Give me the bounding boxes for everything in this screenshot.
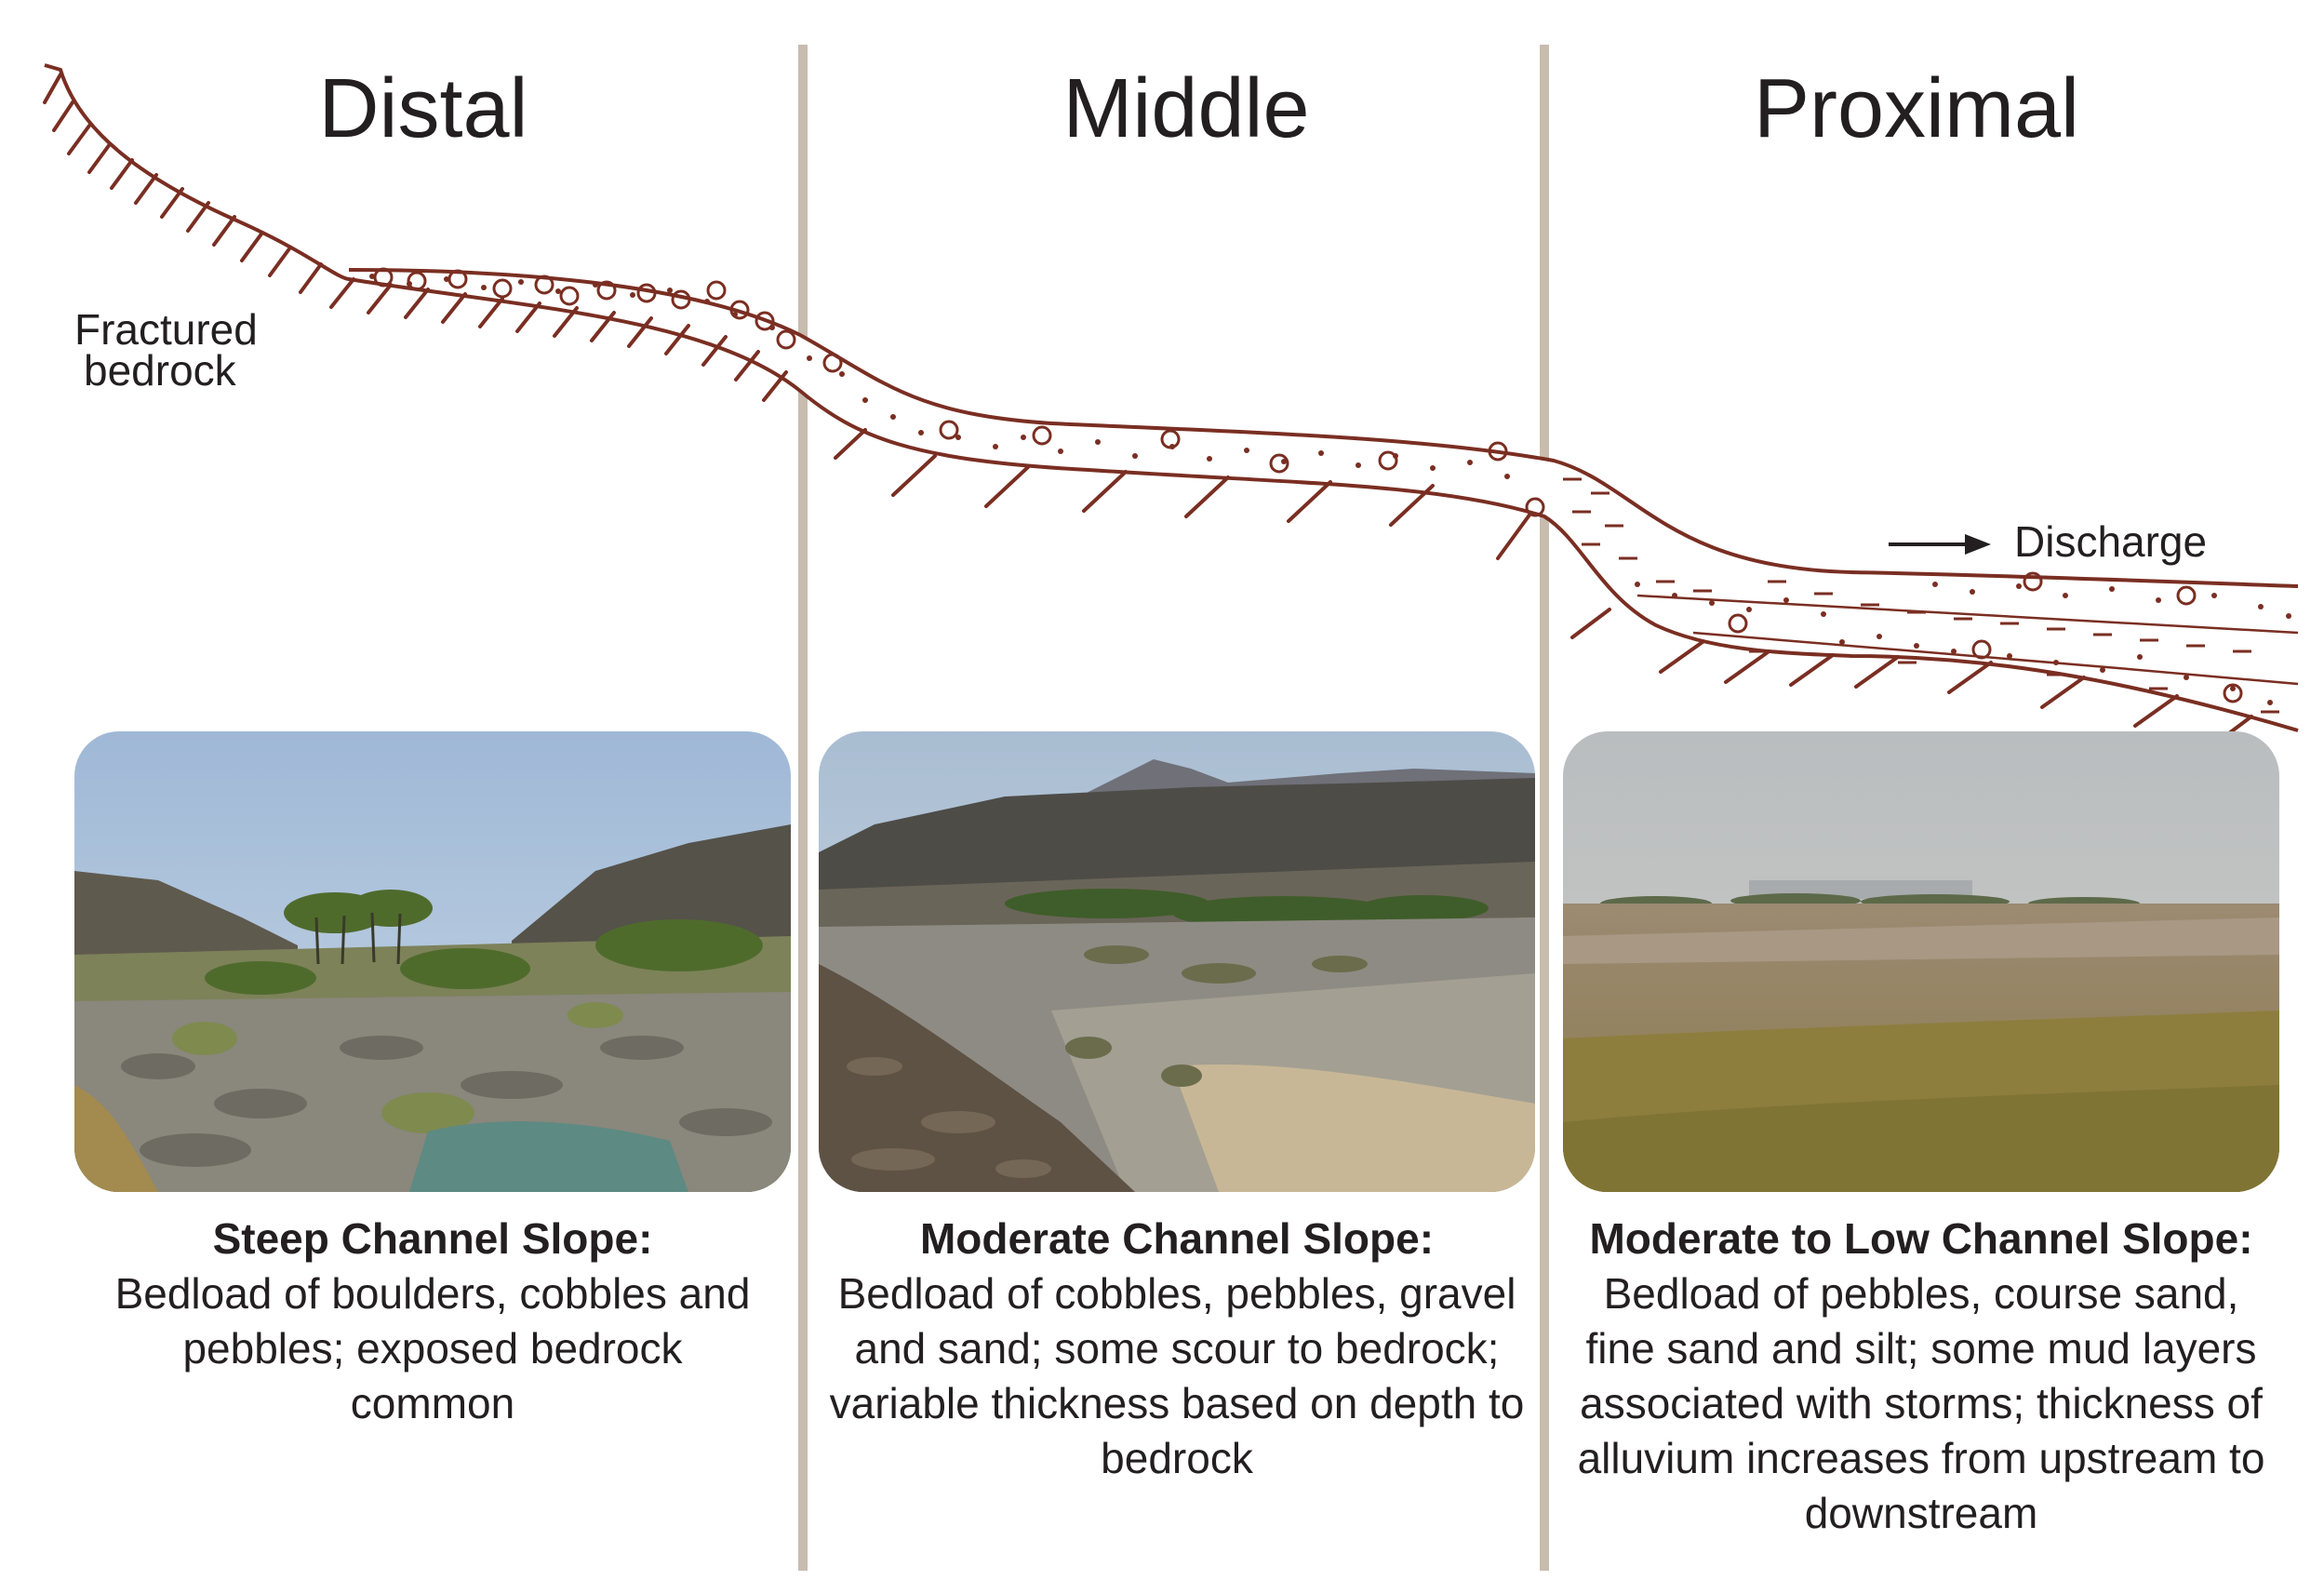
alluvium-fill (349, 270, 2298, 730)
caption-body: Bedload of cobbles, pebbles, gravel and … (829, 1269, 1525, 1482)
zone-title-distal: Distal (318, 62, 528, 155)
caption-heading: Moderate Channel Slope: (919, 1214, 1435, 1263)
bedrock-label: Fractured bedrock (74, 305, 258, 395)
zone-title-proximal: Proximal (1753, 62, 2080, 155)
bedrock-surface-line (44, 63, 2299, 732)
photo-middle-wadi (819, 731, 1535, 1192)
caption-heading: Moderate to Low Channel Slope: (1589, 1214, 2253, 1263)
discharge-label: Discharge (2014, 517, 2208, 566)
zone-divider-1 (798, 45, 808, 1571)
caption-proximal: Moderate to Low Channel Slope: Bedload o… (1554, 1212, 2289, 1541)
photo-distal-wadi (74, 731, 791, 1192)
alluvium-layer-line (1636, 594, 2299, 635)
sediment-sand-dots (369, 274, 2291, 705)
caption-body: Bedload of boulders, cobbles and pebbles… (114, 1269, 751, 1427)
alluvium-surface-line (348, 268, 2299, 588)
photo-proximal-wadi (1563, 731, 2279, 1192)
sediment-pebbles (373, 267, 2243, 703)
discharge-arrow (1889, 534, 1991, 555)
caption-body: Bedload of pebbles, course sand, fine sa… (1577, 1269, 2265, 1537)
bedrock-hatching (43, 73, 2253, 746)
zone-title-middle: Middle (1062, 62, 1310, 155)
zone-divider-2 (1540, 45, 1549, 1571)
sediment-silt-dashes (1563, 477, 2279, 714)
caption-middle: Moderate Channel Slope: Bedload of cobbl… (809, 1212, 1544, 1486)
caption-heading: Steep Channel Slope: (212, 1214, 653, 1263)
caption-distal: Steep Channel Slope: Bedload of boulders… (65, 1212, 800, 1431)
